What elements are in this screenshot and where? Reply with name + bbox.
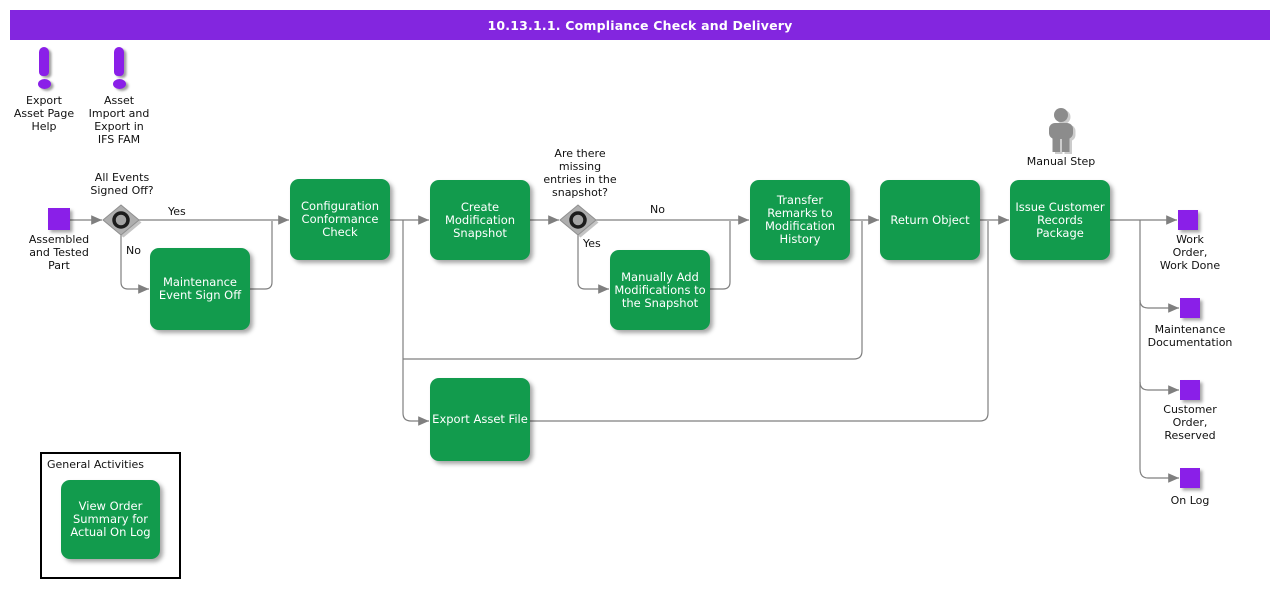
- manual-step-label: Manual Step: [1026, 155, 1096, 168]
- activity-create-modification-snapshot[interactable]: Create Modification Snapshot: [430, 180, 530, 260]
- activity-view-order-summary-actual-on-log[interactable]: View Order Summary for Actual On Log: [61, 480, 160, 559]
- activity-export-asset-file[interactable]: Export Asset File: [430, 378, 530, 461]
- decision-2-question: Are there missing entries in the snapsho…: [543, 147, 617, 199]
- asset-import-export-help-icon[interactable]: [111, 47, 127, 93]
- output-label: On Log: [1170, 494, 1210, 507]
- decision-diamond-all-events-signed-off: [102, 204, 142, 238]
- export-asset-page-help-icon[interactable]: [36, 47, 52, 93]
- activity-configuration-conformance-check[interactable]: Configuration Conformance Check: [290, 179, 390, 260]
- activity-manually-add-modifications[interactable]: Manually Add Modifications to the Snapsh…: [610, 250, 710, 330]
- output-label: Work Order, Work Done: [1159, 233, 1221, 272]
- help-icon-label: Asset Import and Export in IFS FAM: [88, 94, 150, 146]
- output-label: Customer Order, Reserved: [1163, 403, 1217, 442]
- general-activities-title: General Activities: [47, 458, 145, 471]
- title-banner: 10.13.1.1. Compliance Check and Delivery: [10, 10, 1270, 40]
- output-maintenance-documentation[interactable]: [1180, 298, 1200, 318]
- output-label: Maintenance Documentation: [1147, 323, 1233, 349]
- page-title: 10.13.1.1. Compliance Check and Delivery: [487, 17, 793, 33]
- help-icon-label: Export Asset Page Help: [13, 94, 75, 133]
- exclamation-dot-icon: [37, 79, 51, 89]
- exclamation-icon: [114, 47, 124, 76]
- output-work-order-work-done[interactable]: [1178, 210, 1198, 230]
- start-node-label: Assembled and Tested Part: [28, 233, 90, 272]
- exclamation-icon: [39, 47, 49, 76]
- decision-1-question: All Events Signed Off?: [90, 171, 154, 197]
- decision-1-no-label: No: [126, 244, 141, 257]
- activity-transfer-remarks-modification-history[interactable]: Transfer Remarks to Modification History: [750, 180, 850, 260]
- activity-issue-customer-records-package[interactable]: Issue Customer Records Package: [1010, 180, 1110, 260]
- decision-2-yes-label: Yes: [583, 237, 601, 250]
- decision-2-no-label: No: [650, 203, 665, 216]
- decision-diamond-missing-entries: [559, 204, 599, 238]
- activity-maintenance-event-sign-off[interactable]: Maintenance Event Sign Off: [150, 248, 250, 330]
- output-customer-order-reserved[interactable]: [1180, 380, 1200, 400]
- activity-return-object[interactable]: Return Object: [880, 180, 980, 260]
- output-on-log[interactable]: [1180, 468, 1200, 488]
- start-node-assembled-tested-part[interactable]: [48, 208, 70, 230]
- decision-1-yes-label: Yes: [168, 205, 186, 218]
- exclamation-dot-icon: [112, 79, 126, 89]
- manual-step-person-icon: [1049, 108, 1076, 154]
